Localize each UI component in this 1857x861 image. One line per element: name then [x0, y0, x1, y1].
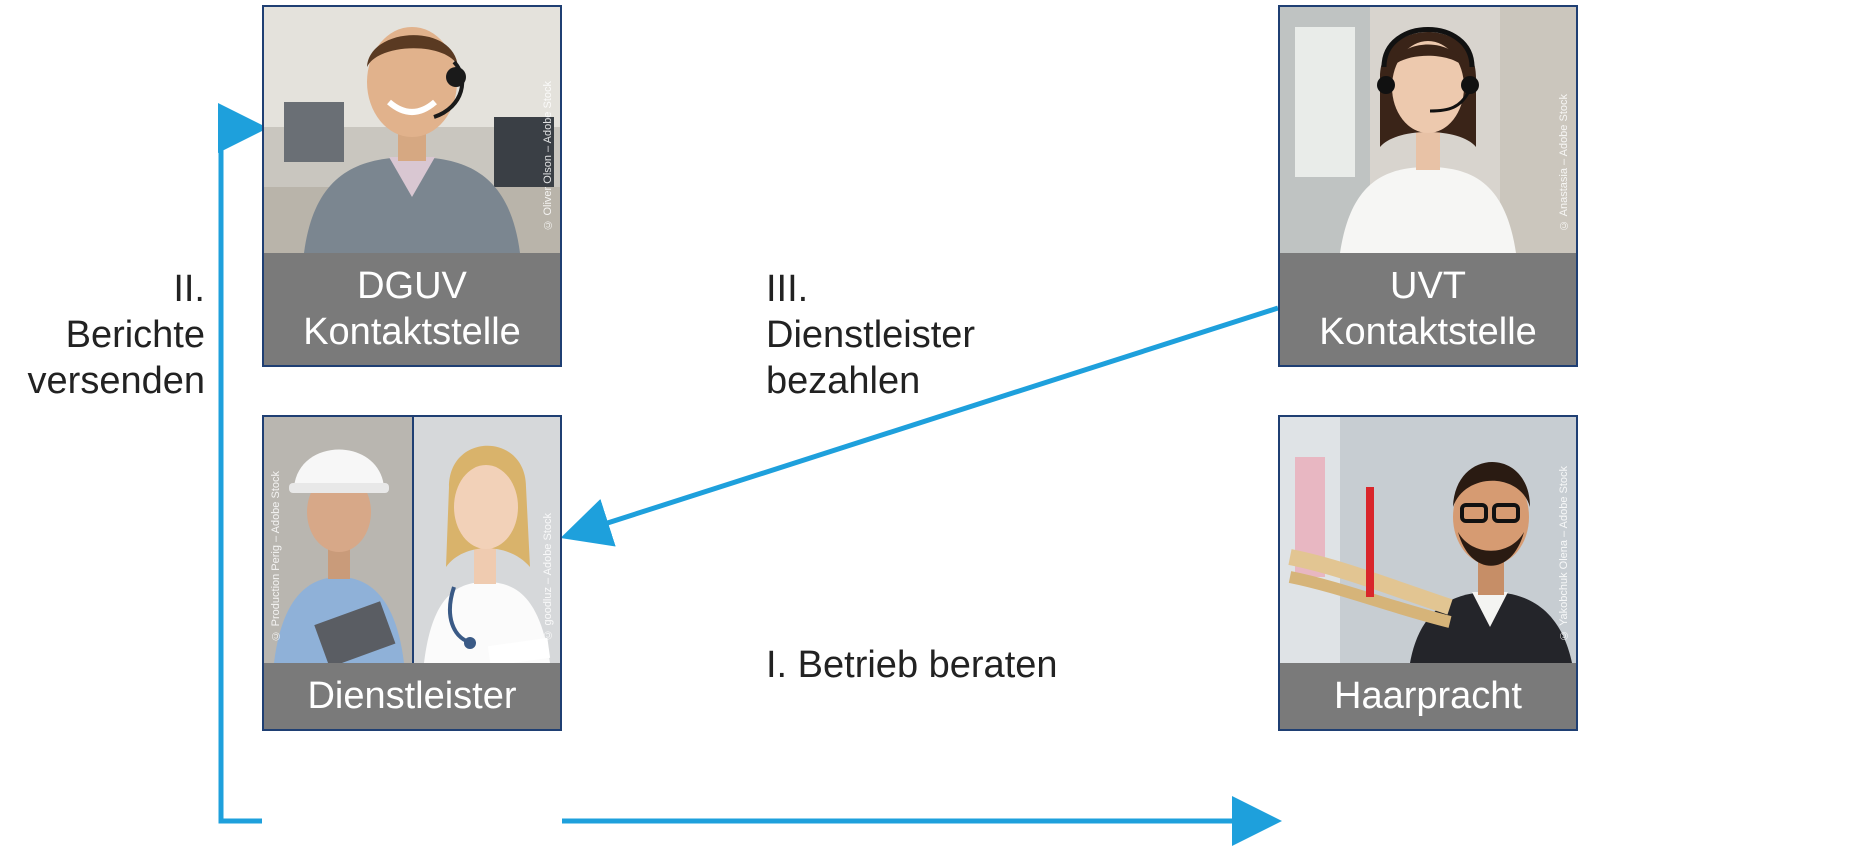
label-step-1: I. Betrieb beraten — [766, 644, 1058, 686]
card-caption: Haarpracht — [1280, 663, 1576, 729]
card-caption: Dienstleister — [264, 663, 560, 729]
step-3-line-1: Dienstleister — [766, 314, 976, 356]
arrow-berichte-versenden — [218, 103, 268, 824]
arrow-dienstleister-bezahlen — [560, 305, 1279, 547]
card-dienstleister: © Production Perig – Adobe Stock © goodl… — [262, 415, 562, 731]
photo-credit-right: © goodluz – Adobe Stock — [542, 513, 554, 641]
photo-dienstleister: © Production Perig – Adobe Stock © goodl… — [264, 417, 560, 663]
card-uvt-kontaktstelle: © Anastasia – Adobe Stock UVT Kontaktste… — [1278, 5, 1578, 367]
photo-credit: © Yakobchuk Olena – Adobe Stock — [1558, 466, 1570, 641]
caption-line-1: UVT — [1390, 265, 1466, 307]
label-step-2: II. Berichte versenden — [0, 266, 205, 404]
caption-label: Haarpracht — [1334, 675, 1522, 717]
caption-label: Dienstleister — [307, 675, 517, 717]
step-2-line-2: versenden — [27, 360, 205, 402]
caption-line-2: Kontaktstelle — [1319, 311, 1537, 353]
step-3-line-2: bezahlen — [766, 360, 921, 402]
photo-credit: © Oliver Olson – Adobe Stock — [542, 81, 554, 231]
photo-uvt-agent: © Anastasia – Adobe Stock — [1280, 7, 1576, 253]
photo-credit-left: © Production Perig – Adobe Stock — [270, 470, 282, 641]
caption-line-1: DGUV — [357, 265, 467, 307]
card-caption: UVT Kontaktstelle — [1280, 253, 1576, 365]
photo-credit: © Anastasia – Adobe Stock — [1558, 94, 1570, 231]
caption-line-2: Kontaktstelle — [303, 311, 521, 353]
card-caption: DGUV Kontaktstelle — [264, 253, 560, 365]
step-3-number: III. — [766, 268, 809, 310]
label-step-3: III. Dienstleister bezahlen — [766, 266, 975, 404]
photo-hairdresser: © Yakobchuk Olena – Adobe Stock — [1280, 417, 1576, 663]
photo-dguv-agent: © Oliver Olson – Adobe Stock — [264, 7, 560, 253]
step-2-number: II. — [173, 268, 205, 310]
card-dguv-kontaktstelle: © Oliver Olson – Adobe Stock DGUV Kontak… — [262, 5, 562, 367]
step-2-line-1: Berichte — [65, 314, 205, 356]
card-haarpracht: © Yakobchuk Olena – Adobe Stock Haarprac… — [1278, 415, 1578, 731]
